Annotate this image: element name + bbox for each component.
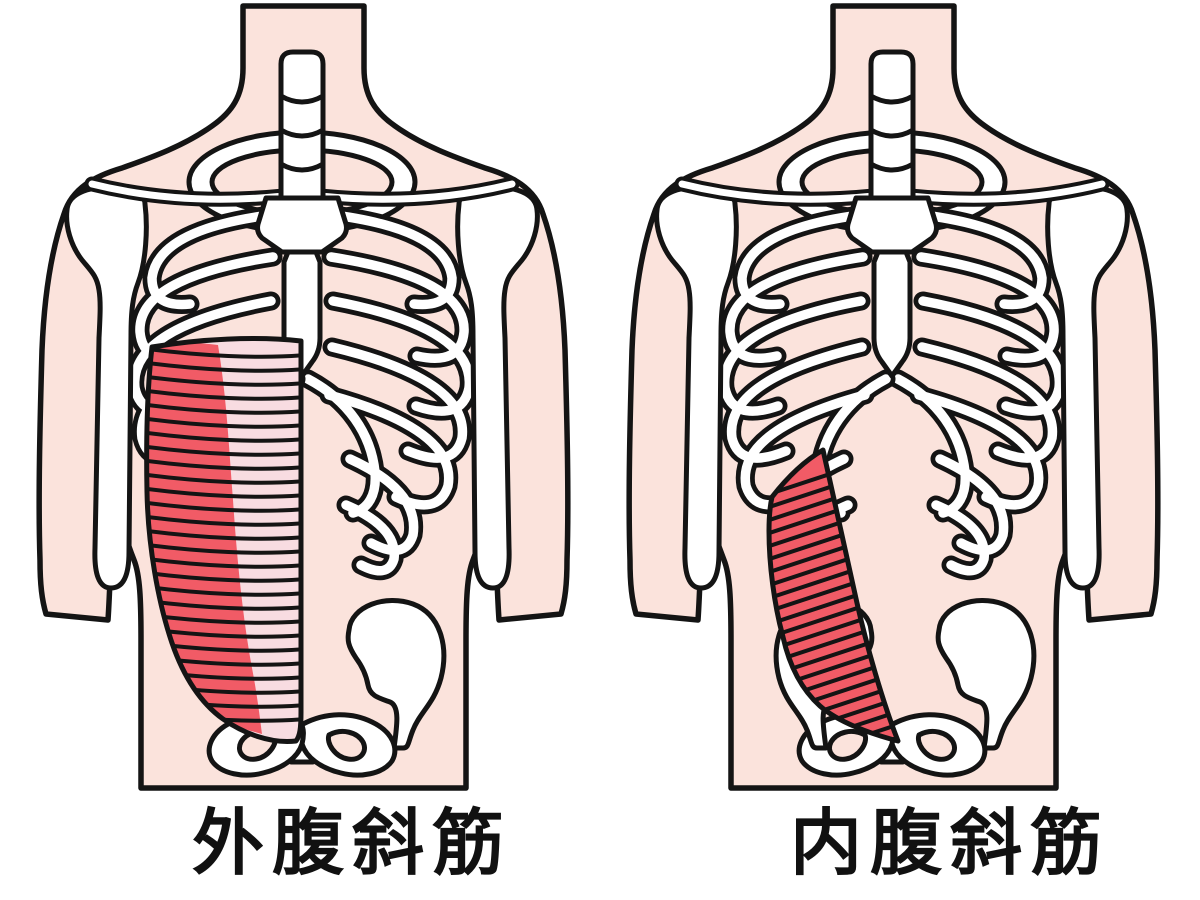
figure-internal-oblique [629, 6, 1158, 813]
skeleton-torso-right-figure [629, 6, 1158, 788]
external-oblique-muscle [140, 339, 306, 742]
figure-external-oblique [39, 6, 568, 788]
label-internal-oblique: 内腹斜筋 [790, 804, 1110, 884]
label-external-oblique: 外腹斜筋 [192, 804, 512, 884]
